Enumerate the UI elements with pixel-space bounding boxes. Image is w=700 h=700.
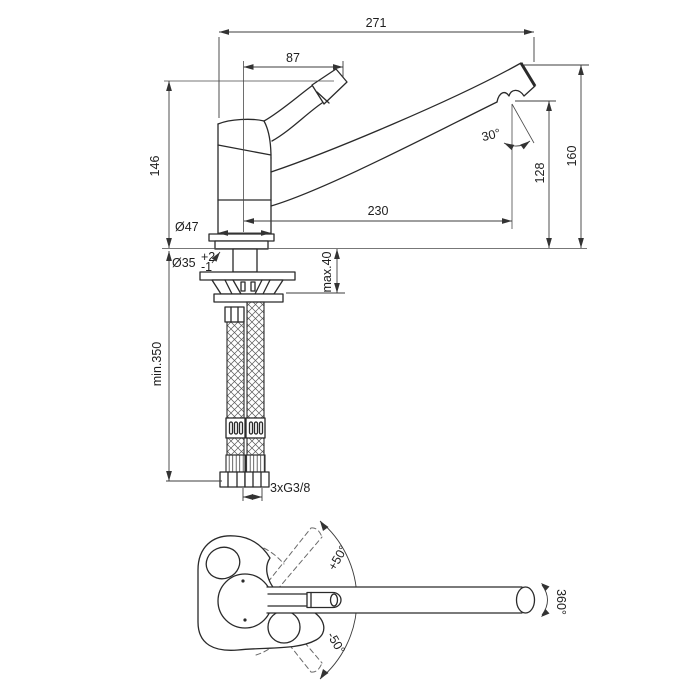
dimension-g38: 3xG3/8 [242, 481, 310, 501]
lever-handle-outline [263, 68, 348, 142]
dimension-160: 160 [524, 64, 589, 248]
handle-dot-top [241, 579, 245, 583]
dimension-87: 87 [243, 51, 344, 77]
hose-nut-left [219, 471, 246, 488]
angle-30: 30° [480, 103, 535, 229]
hose-ferrule-left [225, 454, 246, 473]
mounting-assembly [199, 233, 296, 303]
spout-top-outline [266, 586, 536, 614]
mounting-washer [199, 271, 296, 281]
hose-ferrule-right [245, 454, 266, 473]
dim-d35-tol-minus: -1 [201, 260, 212, 274]
dim-max40-label: max.40 [320, 251, 334, 292]
dim-plus50-label: +50° [325, 543, 350, 573]
top-view: +50° -50° 360° [197, 520, 568, 680]
side-view: 271 87 146 min.350 230 [148, 16, 589, 501]
dimension-230: 230 [244, 204, 512, 224]
dimension-271: 271 [218, 16, 535, 118]
dim-min350-label: min.350 [150, 342, 164, 387]
spout-rotation-arc: 360° [541, 583, 568, 617]
lever-grip-top [306, 591, 342, 609]
dimension-max40: max.40 [286, 249, 345, 294]
hose-braid-right [246, 301, 265, 419]
threaded-shank [232, 248, 258, 273]
dim-160-label: 160 [565, 146, 579, 167]
handle-top-left-boss [205, 546, 241, 580]
dimension-min350: min.350 [150, 251, 222, 482]
dim-d35-label: Ø35 [172, 256, 196, 270]
dim-minus50-label: -50° [324, 630, 348, 657]
aerator-outline [496, 85, 536, 103]
hose-nut-right [244, 471, 270, 488]
dim-146-label: 146 [148, 156, 162, 177]
dimension-146: 146 [148, 81, 172, 248]
dim-87-label: 87 [286, 51, 300, 65]
dim-128-label: 128 [533, 163, 547, 184]
hose-braid-left [226, 321, 245, 419]
lever-grip-cap [329, 593, 339, 607]
dim-230-label: 230 [368, 204, 389, 218]
fixing-plate [213, 293, 284, 303]
dimension-d47: Ø47 [175, 220, 271, 236]
dim-271-label: 271 [366, 16, 387, 30]
fixing-cone [211, 279, 284, 295]
dimension-d35: Ø35 +2 -1 [172, 250, 221, 274]
supply-hoses [219, 301, 270, 488]
dim-360-label: 360° [554, 589, 568, 615]
lever-shaft-top [267, 593, 308, 607]
spout-end-ellipse [515, 586, 536, 614]
dimension-128: 128 [515, 100, 556, 248]
hose-hex-fitting [224, 306, 245, 323]
faucet-body-outline [217, 118, 272, 235]
dim-d47-label: Ø47 [175, 220, 199, 234]
spout-end-face [519, 62, 537, 87]
dim-d35-tol-plus: +2 [201, 250, 215, 264]
dim-g38-label: 3xG3/8 [270, 481, 310, 495]
dim-30deg-label: 30° [480, 126, 502, 144]
spout-outline [270, 62, 537, 207]
handle-dot-bottom [243, 618, 247, 622]
